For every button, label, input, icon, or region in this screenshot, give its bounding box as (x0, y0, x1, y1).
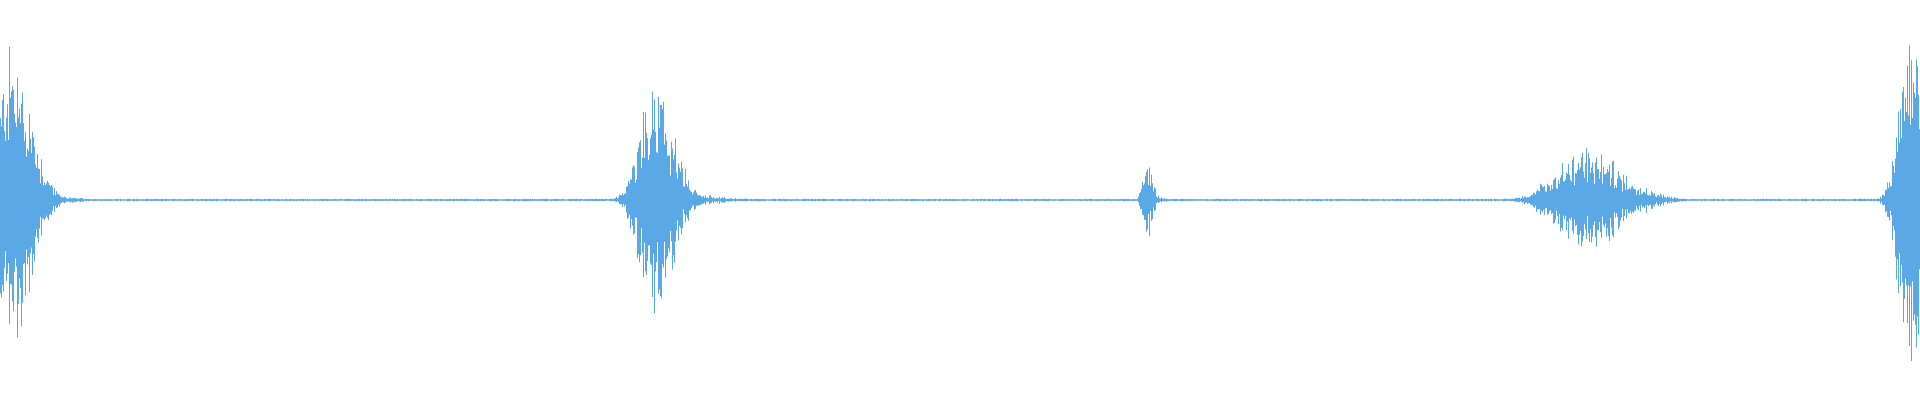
waveform-bars (0, 45, 1920, 361)
waveform-path (0, 45, 1920, 361)
